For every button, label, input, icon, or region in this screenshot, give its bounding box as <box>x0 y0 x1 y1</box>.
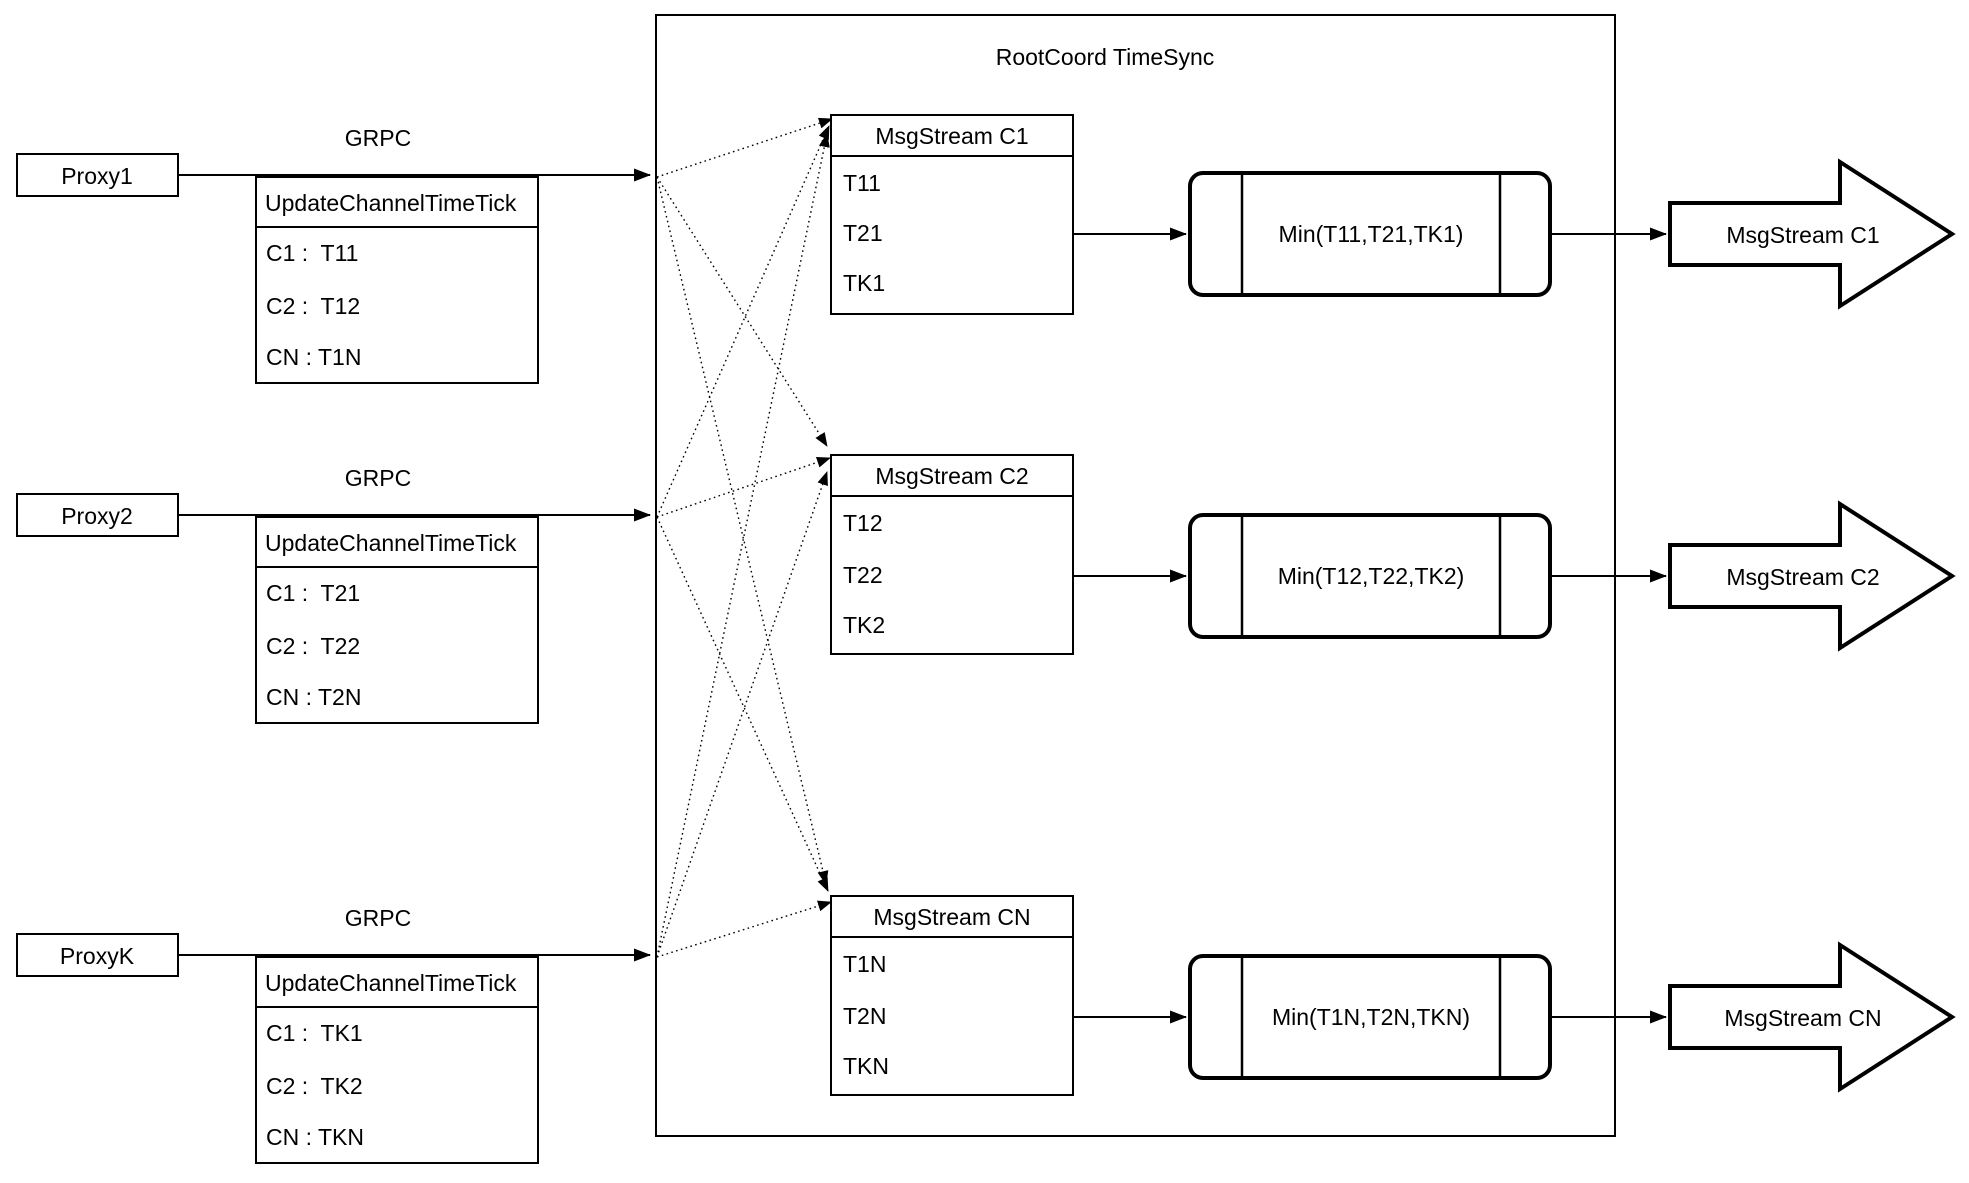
fanout-arrow-pk-cn <box>656 900 832 958</box>
proxy2-entry: C2 : T22 <box>266 633 360 659</box>
msgstream-cn-output-arrow: MsgStream CN <box>1668 941 1956 1093</box>
proxy1-entry: C1 : T11 <box>266 240 358 266</box>
fanout-arrow-p1-cn <box>656 176 829 885</box>
timestamp-cell: TK2 <box>843 612 885 638</box>
proxy1-box <box>16 153 179 197</box>
proxyk-label: ProxyK <box>60 943 135 969</box>
min-operator-c2: Min(T12,T22,TK2) <box>1188 513 1552 639</box>
timestamp-cell: T1N <box>843 951 886 977</box>
min-operator-c1: Min(T11,T21,TK1) <box>1188 171 1552 297</box>
proxy1-entry: CN : T1N <box>266 344 361 370</box>
msgstream-c1-table-header: MsgStream C1 <box>875 123 1028 149</box>
proxy2-box <box>16 493 179 537</box>
proxyk-table-header: UpdateChannelTimeTick <box>265 970 517 996</box>
timestamp-cell: T12 <box>843 510 883 536</box>
fanout-arrow-p1-c2 <box>656 176 828 447</box>
msgstream-c2-output-label: MsgStream C2 <box>1726 564 1879 590</box>
msgstream-c1-output-label: MsgStream C1 <box>1726 222 1879 248</box>
min-operator-cn: Min(T1N,T2N,TKN) <box>1188 954 1552 1080</box>
min-operator-c2-label: Min(T12,T22,TK2) <box>1278 563 1465 589</box>
msgstream-c2-output-arrow: MsgStream C2 <box>1668 500 1956 652</box>
fanout-arrow-p2-c2 <box>656 456 831 518</box>
proxy1-label: Proxy1 <box>61 163 133 189</box>
msgstream-c2-table-header: MsgStream C2 <box>875 463 1028 489</box>
proxyk-entry: C2 : TK2 <box>266 1073 363 1099</box>
proxy2-entry: CN : T2N <box>266 684 361 710</box>
proxyk-node: ProxyK GRPC UpdateChannelTimeTick C1 : T… <box>16 905 651 1164</box>
proxyk-box <box>16 933 179 977</box>
timestamp-cell: T22 <box>843 562 883 588</box>
fanout-arrow-p1-c1 <box>656 117 833 178</box>
proxy2-table-header: UpdateChannelTimeTick <box>265 530 517 556</box>
proxyk-entry: CN : TKN <box>266 1124 364 1150</box>
proxyk-timetick-table: UpdateChannelTimeTick C1 : TK1 C2 : TK2 … <box>255 956 539 1164</box>
min-operator-c1-label: Min(T11,T21,TK1) <box>1279 221 1464 247</box>
timestamp-cell: T2N <box>843 1003 886 1029</box>
timetick-fanout-arrows <box>656 117 833 958</box>
msgstream-c2-table: MsgStream C2 T12 T22 TK2 <box>830 454 1074 655</box>
fanout-arrow-p2-c1 <box>656 125 830 518</box>
proxy1-entry: C2 : T12 <box>266 293 360 319</box>
timestamp-cell: T11 <box>843 170 881 196</box>
msgstream-c1-table: MsgStream C1 T11 T21 TK1 <box>830 114 1074 315</box>
msgstream-cn-table: MsgStream CN T1N T2N TKN <box>830 895 1074 1096</box>
proxy2-entry: C1 : T21 <box>266 580 360 606</box>
fanout-arrow-pk-c2 <box>656 471 828 958</box>
fanout-arrow-pk-c1 <box>656 133 830 958</box>
proxy2-label: Proxy2 <box>61 503 133 529</box>
timestamp-cell: TKN <box>843 1053 889 1079</box>
proxy2-timetick-table: UpdateChannelTimeTick C1 : T21 C2 : T22 … <box>255 516 539 724</box>
msgstream-c1-output-arrow: MsgStream C1 <box>1668 158 1956 310</box>
proxyk-entry: C1 : TK1 <box>266 1020 363 1046</box>
proxy2-protocol-label: GRPC <box>345 465 411 491</box>
msgstream-cn-output-label: MsgStream CN <box>1724 1005 1881 1031</box>
proxyk-protocol-label: GRPC <box>345 905 411 931</box>
min-operator-cn-label: Min(T1N,T2N,TKN) <box>1272 1004 1470 1030</box>
proxy1-timetick-table: UpdateChannelTimeTick C1 : T11 C2 : T12 … <box>255 176 539 384</box>
timestamp-cell: T21 <box>843 220 883 246</box>
proxy1-node: Proxy1 GRPC UpdateChannelTimeTick C1 : T… <box>16 125 651 384</box>
stream-c2: MsgStream C2 T12 T22 TK2 Min(T12,T22,TK2… <box>830 454 1956 655</box>
rootcoord-title: RootCoord TimeSync <box>996 44 1215 70</box>
stream-c1: MsgStream C1 T11 T21 TK1 Min(T11,T21,TK1… <box>830 114 1956 315</box>
fanout-arrow-p2-cn <box>656 516 829 892</box>
proxy2-node: Proxy2 GRPC UpdateChannelTimeTick C1 : T… <box>16 465 651 724</box>
proxy1-table-header: UpdateChannelTimeTick <box>265 190 517 216</box>
proxy1-protocol-label: GRPC <box>345 125 411 151</box>
msgstream-cn-table-header: MsgStream CN <box>873 904 1030 930</box>
timestamp-cell: TK1 <box>843 270 885 296</box>
stream-cn: MsgStream CN T1N T2N TKN Min(T1N,T2N,TKN… <box>830 895 1956 1096</box>
